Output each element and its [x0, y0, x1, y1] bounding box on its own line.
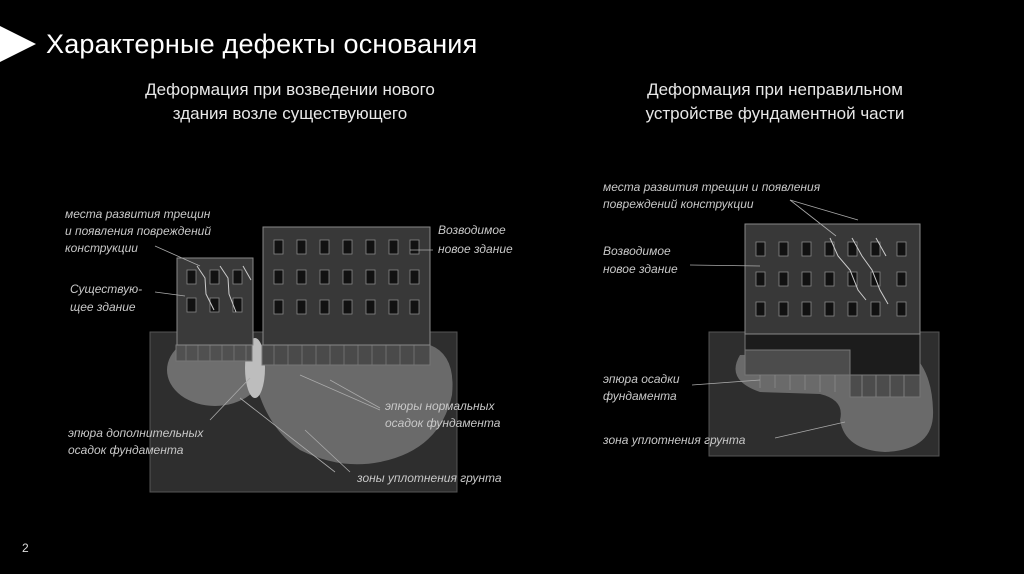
left-heading-line2: здания возле существующего [172, 104, 408, 123]
right-label-settle-1: эпюра осадки [603, 372, 680, 386]
left-label-normal-1: эпюры нормальных [385, 399, 495, 413]
right-crack-lines [829, 237, 889, 305]
left-new-foundation [261, 344, 431, 366]
page-number: 2 [22, 541, 29, 555]
right-heading-line1: Деформация при неправильном [647, 80, 903, 99]
left-existing-windows [186, 269, 243, 313]
left-label-zones: зоны уплотнения грунта [356, 471, 502, 485]
right-foundation-hatching [759, 375, 905, 397]
right-label-new-2: новое здание [603, 262, 678, 276]
right-foundation-shallow [744, 349, 851, 376]
left-label-cracks-1: места развития трещин [65, 207, 211, 221]
right-heading-line2: устройстве фундаментной части [645, 104, 905, 123]
left-crack-lines [196, 265, 252, 313]
right-foundation-deep [849, 374, 921, 398]
left-panel-heading: Деформация при возведении нового здания … [100, 78, 480, 126]
right-label-cracks-1: места развития трещин и появления [603, 180, 821, 194]
left-label-additional-2: осадок фундамента [68, 443, 184, 457]
left-existing-foundation [175, 344, 253, 362]
left-new-windows [273, 239, 420, 315]
left-diagram: места развития трещин и появления повреж… [65, 207, 513, 493]
page-title: Характерные дефекты основания [46, 29, 478, 59]
left-label-new-2: новое здание [438, 242, 513, 256]
right-label-settle-2: фундамента [603, 389, 677, 403]
left-leader-lines [154, 245, 433, 473]
right-diagram: места развития трещин и появления повреж… [602, 180, 940, 457]
right-label-cracks-2: повреждений конструкции [603, 197, 754, 211]
left-label-new-1: Возводимое [438, 223, 506, 237]
left-foundation-hatching [185, 345, 415, 365]
left-label-cracks-3: конструкции [65, 241, 138, 255]
right-label-zone: зона уплотнения грунта [602, 433, 746, 447]
left-label-existing-1: Существую- [70, 282, 142, 296]
left-new-compaction-zone [250, 345, 453, 465]
left-heading-line1: Деформация при возведении нового [145, 80, 435, 99]
right-leader-lines [689, 199, 859, 439]
right-label-new-1: Возводимое [603, 244, 671, 258]
left-label-additional-1: эпюра дополнительных [68, 426, 204, 440]
left-label-cracks-2: и появления повреждений [65, 224, 211, 238]
left-label-normal-2: осадок фундамента [385, 416, 501, 430]
left-label-existing-2: щее здание [70, 300, 136, 314]
title-triangle-icon [0, 26, 36, 62]
right-panel-heading: Деформация при неправильном устройстве ф… [585, 78, 965, 126]
